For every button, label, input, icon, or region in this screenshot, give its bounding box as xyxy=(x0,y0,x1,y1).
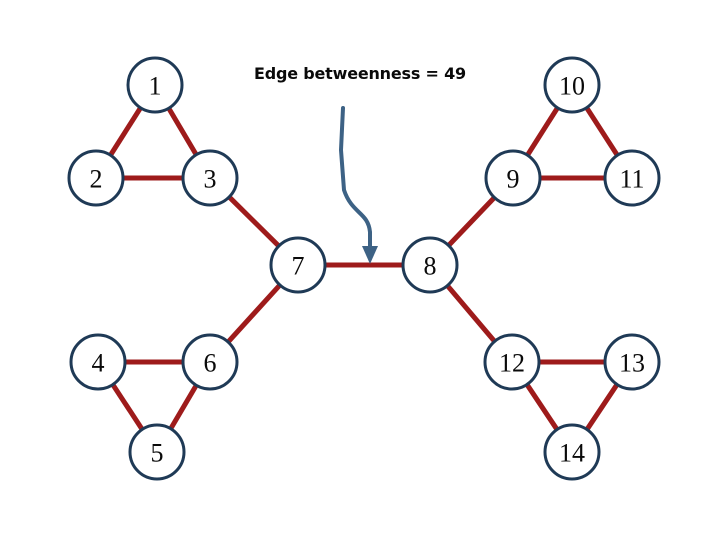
node-label-3: 3 xyxy=(204,165,217,194)
graph-edge-5-6 xyxy=(167,382,200,432)
node-circle-3[interactable] xyxy=(181,149,239,207)
graph-node-11[interactable]: 11 xyxy=(603,149,661,207)
node-label-12: 12 xyxy=(499,349,525,378)
graph-edge-12-14 xyxy=(523,381,561,433)
graph-node-1[interactable]: 1 xyxy=(126,56,184,114)
graph-node-6[interactable]: 6 xyxy=(181,333,239,391)
node-circle-6[interactable] xyxy=(181,333,239,391)
graph-edge-8-12 xyxy=(444,282,498,345)
node-label-10: 10 xyxy=(559,72,585,101)
pointer-arrow-head-icon xyxy=(362,246,378,264)
graph-node-10[interactable]: 10 xyxy=(543,56,601,114)
node-label-14: 14 xyxy=(559,439,585,468)
node-circle-7[interactable] xyxy=(269,236,327,294)
node-label-7: 7 xyxy=(292,252,305,281)
node-circle-14[interactable] xyxy=(543,423,601,481)
graph-node-3[interactable]: 3 xyxy=(181,149,239,207)
node-label-1: 1 xyxy=(149,72,162,101)
node-label-5: 5 xyxy=(151,439,164,468)
graph-node-9[interactable]: 9 xyxy=(484,149,542,207)
graph-node-14[interactable]: 14 xyxy=(543,423,601,481)
graph-node-12[interactable]: 12 xyxy=(483,333,541,391)
node-circle-2[interactable] xyxy=(67,149,125,207)
graph-edge-1-2 xyxy=(107,104,144,159)
node-circle-5[interactable] xyxy=(128,423,186,481)
graph-node-13[interactable]: 13 xyxy=(603,333,661,391)
graph-edge-4-5 xyxy=(109,381,146,433)
node-label-2: 2 xyxy=(90,165,103,194)
node-label-6: 6 xyxy=(204,349,217,378)
node-circle-12[interactable] xyxy=(483,333,541,391)
graph-node-7[interactable]: 7 xyxy=(269,236,327,294)
graph-edge-8-9 xyxy=(445,194,498,249)
pointer-arrow-icon xyxy=(339,106,372,250)
annotation-layer xyxy=(339,106,378,264)
node-label-4: 4 xyxy=(92,349,105,378)
graph-edge-9-10 xyxy=(524,104,561,159)
node-label-13: 13 xyxy=(619,349,645,378)
graph-node-5[interactable]: 5 xyxy=(128,423,186,481)
node-label-11: 11 xyxy=(619,165,644,194)
graph-edge-13-14 xyxy=(583,381,621,433)
node-circle-11[interactable] xyxy=(603,149,661,207)
graph-edge-10-11 xyxy=(583,104,621,159)
graph-edge-3-7 xyxy=(226,193,282,250)
node-circle-10[interactable] xyxy=(543,56,601,114)
graph-node-8[interactable]: 8 xyxy=(401,236,459,294)
graph-edge-6-7 xyxy=(224,281,284,346)
node-label-8: 8 xyxy=(424,252,437,281)
graph-edge-1-3 xyxy=(165,105,200,158)
node-circle-8[interactable] xyxy=(401,236,459,294)
node-circle-13[interactable] xyxy=(603,333,661,391)
graph-node-4[interactable]: 4 xyxy=(69,333,127,391)
node-circle-9[interactable] xyxy=(484,149,542,207)
node-circle-4[interactable] xyxy=(69,333,127,391)
node-label-9: 9 xyxy=(507,165,520,194)
graph-node-2[interactable]: 2 xyxy=(67,149,125,207)
node-circle-1[interactable] xyxy=(126,56,184,114)
edges-layer xyxy=(107,104,621,433)
